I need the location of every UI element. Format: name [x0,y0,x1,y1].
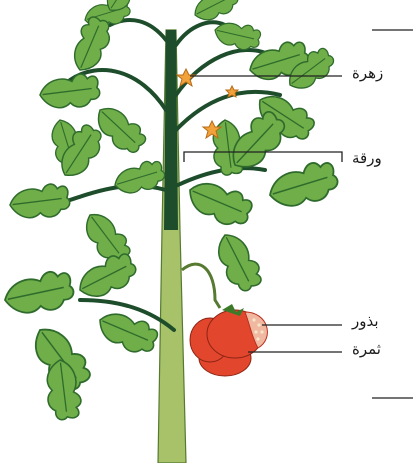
leaf-cluster-lower-left [1,249,160,422]
label-leaf: ورقة [352,149,382,167]
label-flower: زهرة [352,64,383,82]
label-fruit: ثمرة [352,340,381,358]
leaf-cluster-upper-right [208,37,339,177]
fruit-stalk [182,264,220,308]
tomato-fruit [190,304,267,376]
main-stem [158,30,186,463]
label-seeds: بذور [352,312,379,330]
